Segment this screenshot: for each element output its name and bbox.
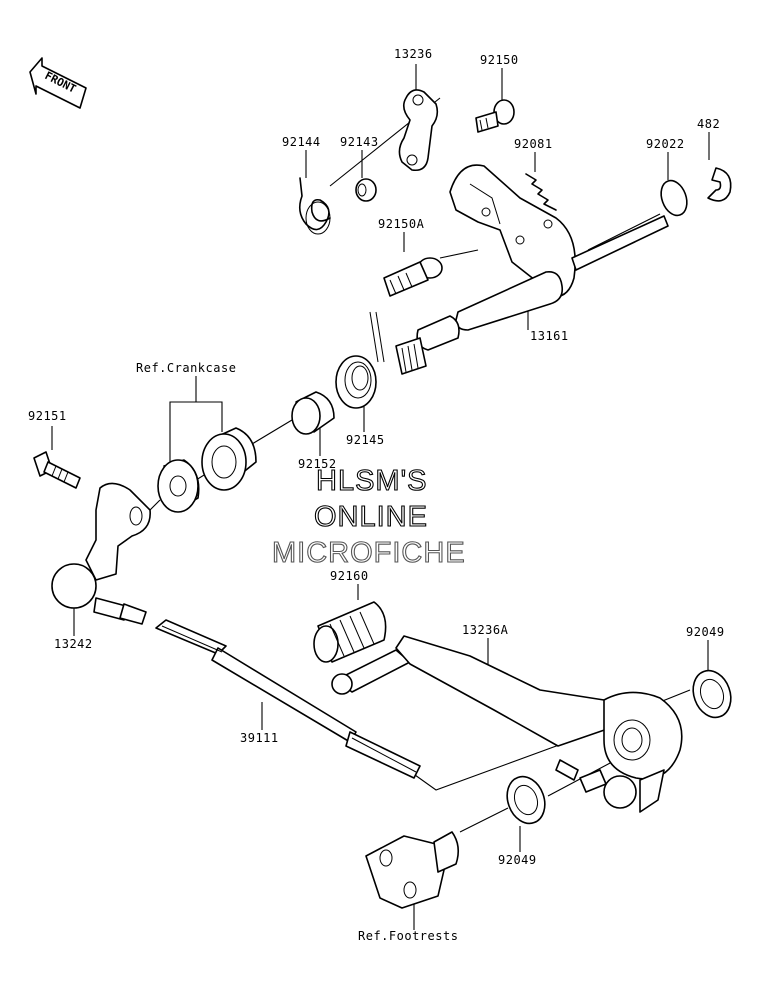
label-ref-footrests: Ref.Footrests <box>358 929 458 943</box>
label-92145: 92145 <box>346 433 385 447</box>
part-92145-spring <box>335 311 385 409</box>
part-92049-seal-lower <box>506 775 546 825</box>
label-92049-lower: 92049 <box>498 853 537 867</box>
part-39111-tie-rod <box>155 619 421 779</box>
label-92143: 92143 <box>340 135 379 149</box>
label-92152: 92152 <box>298 457 337 471</box>
label-92150A: 92150A <box>378 217 425 231</box>
label-92081: 92081 <box>514 137 553 151</box>
part-92150-bolt <box>475 99 515 133</box>
part-92081-spring <box>525 173 557 211</box>
label-92150: 92150 <box>480 53 519 67</box>
front-arrow-icon: FRONT <box>29 57 87 109</box>
watermark-line-1: HLSM'S <box>316 465 427 497</box>
part-482-circlip <box>707 167 732 202</box>
watermark-line-3: MICROFICHE <box>272 537 466 569</box>
label-482: 482 <box>697 117 720 131</box>
label-92160: 92160 <box>330 569 369 583</box>
part-92143-collar <box>355 178 377 202</box>
part-92152-bush <box>291 391 335 435</box>
part-92022-washer <box>660 179 688 217</box>
part-13161-shift-shaft <box>395 164 669 375</box>
part-labels: 13236 92150 92144 92143 92081 92022 482 … <box>28 47 725 943</box>
part-92049-seal-upper <box>692 669 732 719</box>
label-92022: 92022 <box>646 137 685 151</box>
label-92144: 92144 <box>282 135 321 149</box>
part-92144-spring <box>298 177 331 235</box>
ref-crankcase-bearings <box>157 427 257 513</box>
ref-footrests-clevis <box>365 831 460 909</box>
label-ref-crankcase: Ref.Crankcase <box>136 361 236 375</box>
part-13242-shift-lever <box>51 482 151 625</box>
label-13242: 13242 <box>54 637 93 651</box>
part-92160-pedal-rubber <box>313 601 387 663</box>
label-92049-upper: 92049 <box>686 625 725 639</box>
part-92151-bolt <box>33 451 81 489</box>
watermark-line-2: ONLINE <box>314 501 428 533</box>
label-92151: 92151 <box>28 409 67 423</box>
part-92150A-bolt <box>383 257 443 297</box>
label-13236: 13236 <box>394 47 433 61</box>
watermark: HLSM'S ONLINE MICROFICHE <box>271 464 466 569</box>
part-13236-lever <box>398 89 439 172</box>
label-13236A: 13236A <box>462 623 509 637</box>
label-13161: 13161 <box>530 329 569 343</box>
part-13236A-shift-pedal <box>331 635 683 813</box>
label-39111: 39111 <box>240 731 279 745</box>
